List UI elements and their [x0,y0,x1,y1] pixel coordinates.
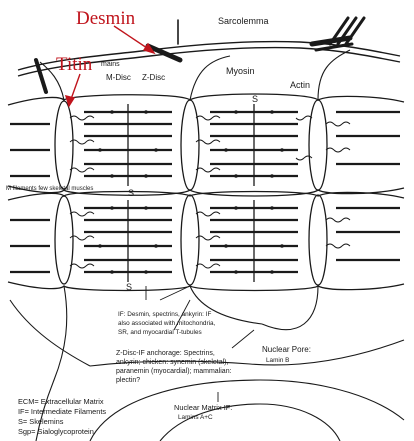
lamin-b-label: Lamin B [266,357,289,364]
filaments-note: M filaments few skeletal muscles [6,186,93,192]
anchorage-annotation: Z-Disc-IF anchorage: Spectrins, ankyrin;… [116,350,232,384]
desmin-callout-label: Desmin [76,8,136,29]
if-line-2: also associated with mitochondria, [118,320,216,327]
myosin-heads-lower [98,206,284,274]
label-leaders [146,286,254,402]
m-disc-label: M-Disc [106,73,131,82]
anchorage-line-4: plectin? [116,377,140,384]
skelemin-label-bottom: S [126,282,132,292]
lamins-ac-label: Lamins A+C [178,414,213,421]
nuclear-pore-label: Nuclear Pore: [262,345,311,354]
legend-sgp: Sgp= Sialoglycoprotein [18,427,94,436]
myofibril-upper [8,94,404,196]
sarcolemma-label: Sarcolemma [218,16,269,26]
legend-ecm: ECM= Extracellular Matrix [18,397,104,406]
anchorage-line-1: Z-Disc-IF anchorage: Spectrins, [116,350,215,357]
filaments-lower [10,208,400,272]
if-annotation: IF: Desmin, spectrins, ankyrin: IF also … [118,311,216,336]
nucleus-outline [90,380,404,441]
anchorage-line-2: ankyrin; chicken: synemin (skeletal), [116,359,228,366]
legend-s: S= Skelemins [18,417,64,426]
anchorage-line-3: paranemin (myocardial); mammalian: [116,368,232,375]
filaments-upper [10,112,400,176]
mains-label: mains [101,61,120,68]
myosin-heads-upper [98,110,284,178]
nuclear-matrix-label: Nuclear Matrix IF: [174,403,232,412]
if-line-1: IF: Desmin, spectrins, ankyrin: IF [118,311,211,318]
actin-label: Actin [290,80,310,90]
myosin-label: Myosin [226,66,255,76]
z-disc-label: Z-Disc [142,73,165,82]
skelemin-label-mid: S [128,188,134,198]
if-line-3: SR, and myocardial T-tubules [118,329,202,336]
abbreviation-legend: ECM= Extracellular Matrix IF= Intermedia… [18,397,106,436]
skelemin-label-top: S [252,94,258,104]
legend-if: IF= Intermediate Filaments [18,407,106,416]
titin-callout-label: Titin [56,54,93,75]
myofibril-lower [8,192,404,291]
